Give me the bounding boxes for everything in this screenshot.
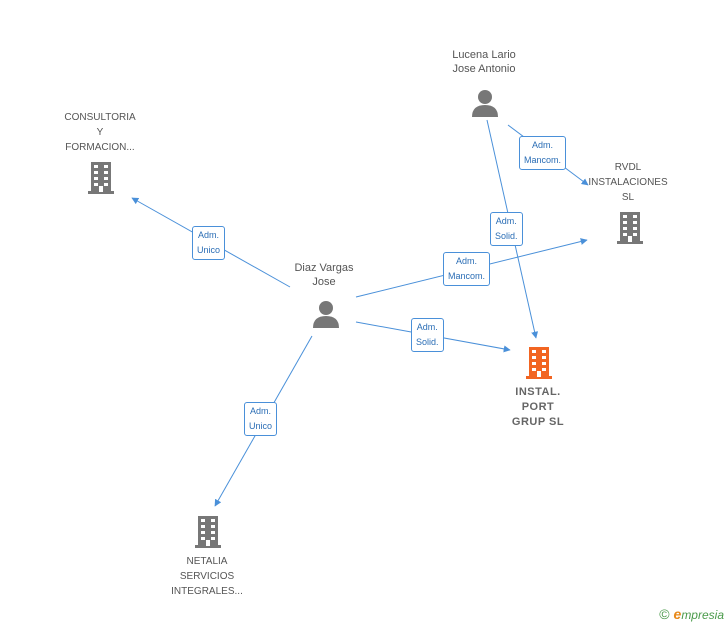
edge-label-line: Solid.: [495, 231, 518, 241]
edge-label-line: Adm.: [456, 256, 478, 266]
person-icon[interactable]: [311, 299, 341, 334]
building-icon[interactable]: [86, 160, 116, 199]
node-label-line: RVDL: [614, 162, 642, 173]
node-label-line: Jose Antonio: [452, 63, 516, 75]
edge-label-line: Adm.: [250, 406, 272, 416]
edge-label-line: Adm.: [416, 322, 438, 332]
edge-label-line: Unico: [197, 245, 221, 255]
node-label-rvdl[interactable]: RVDL INSTALACIONES SL: [588, 160, 667, 205]
person-icon[interactable]: [470, 88, 500, 123]
edge-label-lucena-rvdl[interactable]: Adm. Mancom.: [519, 136, 567, 170]
node-label-line: Y: [96, 127, 104, 138]
brand-name: mpresia: [681, 608, 724, 622]
brand-initial: e: [673, 606, 682, 622]
node-label-line: SERVICIOS: [179, 571, 235, 582]
edge-label-diaz-netalia[interactable]: Adm. Unico: [244, 402, 278, 436]
edge-label-line: Mancom.: [524, 155, 562, 165]
building-icon[interactable]: [615, 210, 645, 249]
node-label-consultoria[interactable]: CONSULTORIA Y FORMACION...: [64, 110, 135, 155]
node-label-diaz[interactable]: Diaz Vargas Jose: [294, 261, 353, 289]
node-label-line: Lucena Lario: [452, 49, 516, 61]
edge-label-diaz-rvdl[interactable]: Adm. Mancom.: [443, 252, 491, 286]
node-label-line: CONSULTORIA: [64, 112, 136, 123]
edge-label-line: Adm.: [198, 230, 220, 240]
node-label-line: INSTAL.: [515, 386, 561, 398]
building-icon[interactable]: [193, 514, 223, 553]
edge-label-line: Mancom.: [448, 271, 486, 281]
node-label-line: SL: [621, 192, 635, 203]
node-label-line: Diaz Vargas: [294, 262, 354, 274]
edge-label-lucena-instal[interactable]: Adm. Solid.: [490, 212, 523, 246]
building-icon[interactable]: [524, 345, 554, 384]
node-label-line: INTEGRALES...: [171, 586, 243, 597]
node-label-line: INSTALACIONES: [588, 177, 668, 188]
node-label-instal[interactable]: INSTAL. PORT GRUP SL: [512, 385, 564, 430]
edge-label-line: Solid.: [416, 337, 439, 347]
node-label-line: NETALIA: [186, 556, 228, 567]
edge-label-line: Unico: [249, 421, 273, 431]
edges-layer: [131, 119, 589, 507]
edge-label-line: Adm.: [532, 140, 554, 150]
node-label-lucena[interactable]: Lucena Lario Jose Antonio: [452, 48, 516, 76]
edge-label-line: Adm.: [495, 216, 517, 226]
node-label-line: FORMACION...: [65, 142, 135, 153]
edge-label-diaz-consultoria[interactable]: Adm. Unico: [192, 226, 226, 260]
node-label-line: PORT: [521, 401, 555, 413]
node-label-line: Jose: [312, 276, 336, 288]
brand-logo: ©empresia: [659, 606, 724, 622]
node-label-netalia[interactable]: NETALIA SERVICIOS INTEGRALES...: [171, 554, 243, 599]
node-label-line: GRUP SL: [511, 416, 565, 428]
copyright-icon: ©: [659, 606, 670, 622]
edge-label-diaz-instal[interactable]: Adm. Solid.: [411, 318, 444, 352]
